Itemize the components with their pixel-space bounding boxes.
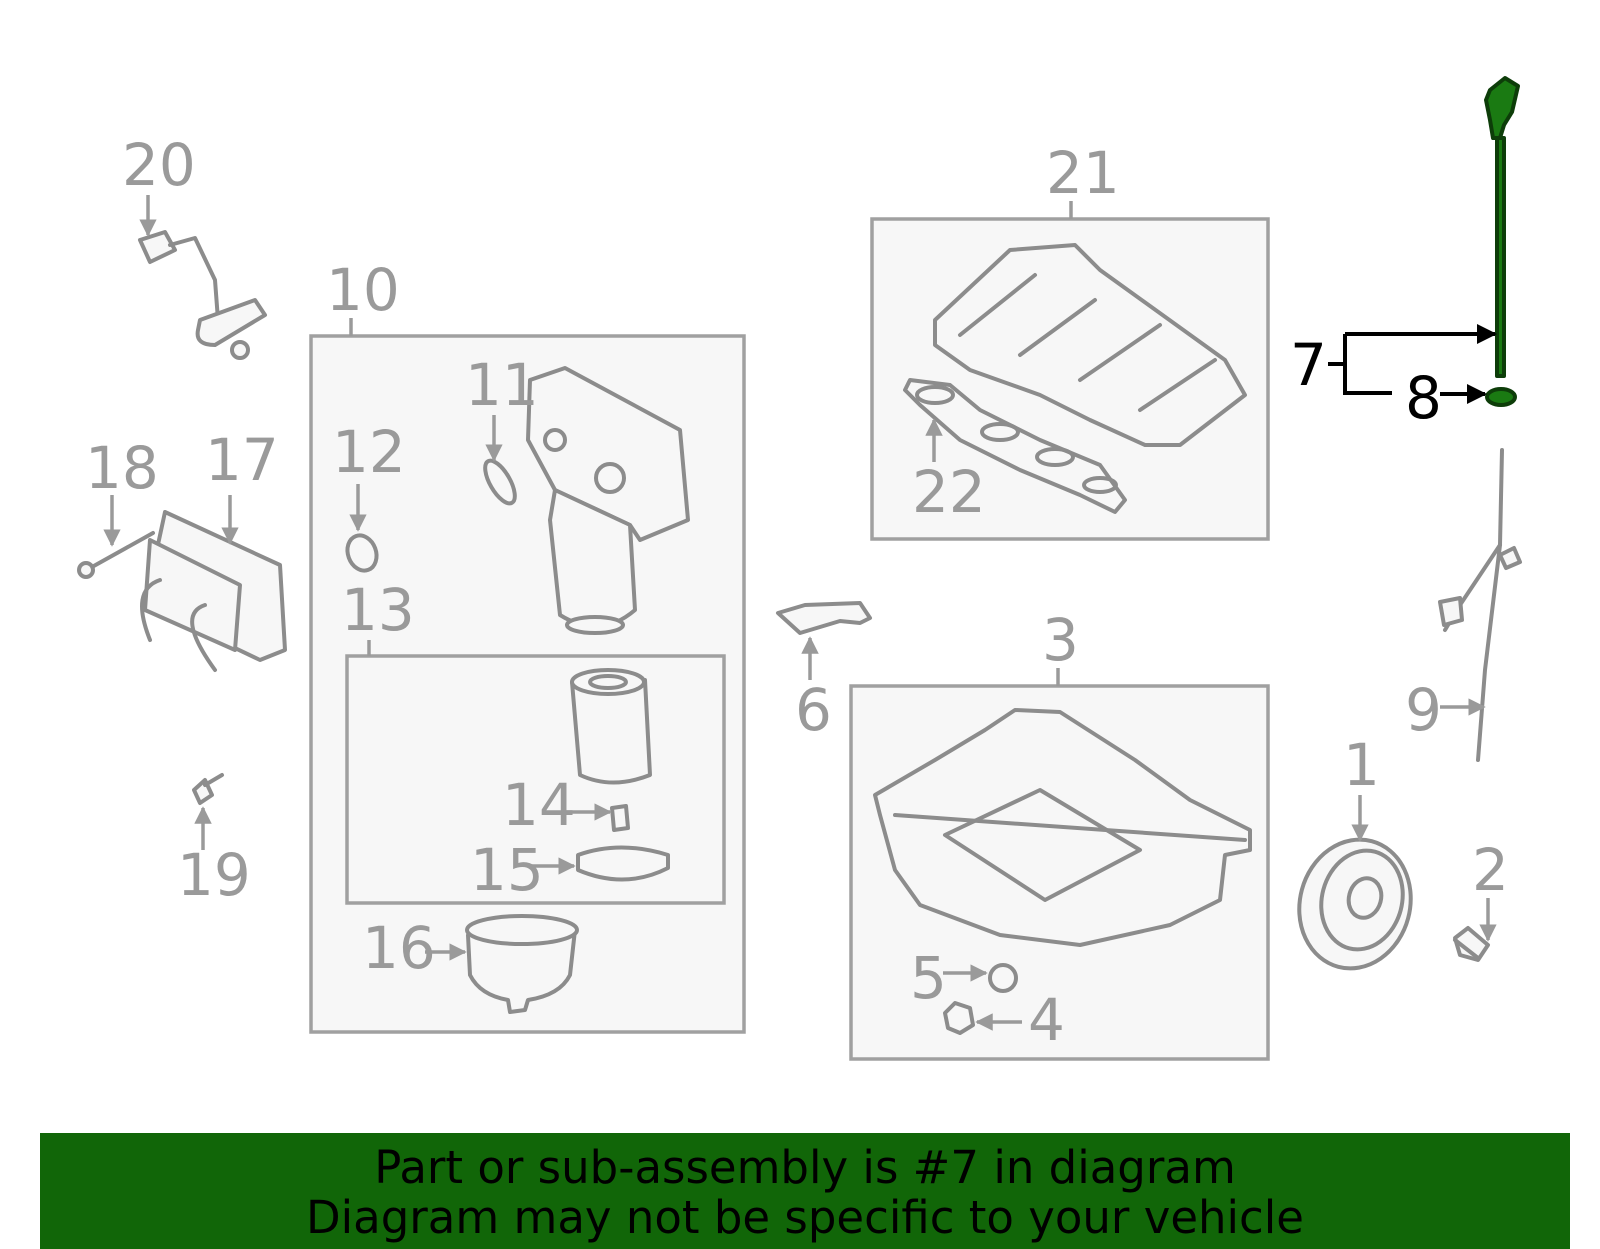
callout-3[interactable]: 3: [1042, 606, 1079, 674]
part-18-bolt[interactable]: [77, 531, 155, 579]
callout-5[interactable]: 5: [910, 944, 947, 1012]
callout-21[interactable]: 21: [1046, 139, 1120, 207]
part-9-guide-tube[interactable]: [1438, 448, 1522, 762]
part-6-baffle[interactable]: [776, 601, 872, 635]
part-15-o-ring[interactable]: [576, 845, 670, 882]
part-7-dipstick[interactable]: [1484, 76, 1520, 378]
part-14-drain-plug[interactable]: [610, 804, 630, 832]
part-22-gasket[interactable]: [903, 378, 1127, 514]
banner-line-1: Part or sub-assembly is #7 in diagram: [374, 1141, 1236, 1194]
callout-6[interactable]: 6: [795, 676, 832, 744]
part-2-bolt[interactable]: [1453, 926, 1490, 962]
callout-17[interactable]: 17: [205, 426, 279, 494]
part-8-o-ring[interactable]: [1485, 387, 1517, 407]
banner-line-2: Diagram may not be specific to your vehi…: [306, 1191, 1304, 1244]
callout-10[interactable]: 10: [326, 256, 400, 324]
callout-18[interactable]: 18: [85, 434, 159, 502]
callout-12[interactable]: 12: [332, 418, 406, 486]
callout-22[interactable]: 22: [912, 458, 986, 526]
part-11-oil-filter-housing[interactable]: [526, 366, 690, 635]
part-4-drain-plug[interactable]: [943, 1001, 975, 1035]
callout-9[interactable]: 9: [1405, 676, 1442, 744]
parts-diagram: 20 18 17 19 10 11 12 13: [77, 76, 1522, 1061]
part-16-filter-cap[interactable]: [465, 914, 579, 1014]
callout-19[interactable]: 19: [177, 841, 251, 909]
callout-7[interactable]: 7: [1290, 331, 1327, 399]
part-20-sensor[interactable]: [138, 230, 267, 360]
callout-1[interactable]: 1: [1343, 731, 1380, 799]
callout-4[interactable]: 4: [1028, 986, 1065, 1054]
info-banner: Part or sub-assembly is #7 in diagram Di…: [40, 1133, 1570, 1249]
callout-11[interactable]: 11: [465, 351, 539, 419]
part-1-pulley[interactable]: [1285, 827, 1425, 981]
callout-16[interactable]: 16: [362, 914, 436, 982]
callout-13[interactable]: 13: [341, 576, 415, 644]
part-21-intake-manifold[interactable]: [933, 243, 1247, 447]
part-13-oil-filter-element[interactable]: [570, 668, 652, 785]
callout-15[interactable]: 15: [470, 836, 544, 904]
part-17-oil-cooler[interactable]: [140, 510, 287, 672]
callout-8[interactable]: 8: [1405, 364, 1442, 432]
part-19-bolt[interactable]: [192, 773, 224, 805]
callout-14[interactable]: 14: [502, 771, 576, 839]
bracket-7: [1328, 334, 1392, 395]
callout-2[interactable]: 2: [1472, 836, 1509, 904]
callout-20[interactable]: 20: [122, 131, 196, 199]
part-12-o-ring[interactable]: [343, 531, 382, 574]
part-3-oil-pan[interactable]: [873, 708, 1252, 947]
part-5-washer[interactable]: [988, 963, 1018, 993]
